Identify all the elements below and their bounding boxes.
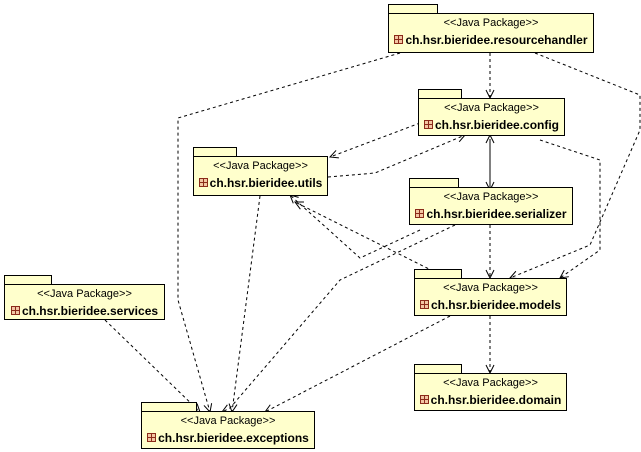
package-body: <<Java Package>> ch.hsr.bieridee.resourc… xyxy=(388,13,594,53)
package-body: <<Java Package>> ch.hsr.bieridee.models xyxy=(414,278,567,316)
java-package-icon xyxy=(415,209,425,219)
package-name: ch.hsr.bieridee.services xyxy=(21,303,159,318)
package-stereotype: <<Java Package>> xyxy=(443,282,538,294)
package-stereotype: <<Java Package>> xyxy=(443,17,539,29)
dep-services-exceptions xyxy=(104,319,200,412)
package-tab xyxy=(414,269,462,279)
dep-serializer-utils xyxy=(290,195,421,259)
package-body: <<Java Package>> ch.hsr.bieridee.service… xyxy=(4,284,165,320)
package-body: <<Java Package>> ch.hsr.bieridee.config xyxy=(418,98,565,136)
package-tab xyxy=(414,364,462,374)
package-stereotype: <<Java Package>> xyxy=(443,377,538,389)
java-package-icon xyxy=(419,300,429,310)
package-stereotype: <<Java Package>> xyxy=(180,415,276,427)
package-tab xyxy=(141,402,197,412)
package-name: ch.hsr.bieridee.serializer xyxy=(426,206,567,221)
java-package-icon xyxy=(394,35,404,45)
package-body: <<Java Package>> ch.hsr.bieridee.domain xyxy=(414,373,567,411)
package-stereotype: <<Java Package>> xyxy=(213,160,308,172)
dep-utils-config xyxy=(327,135,465,178)
package-name: ch.hsr.bieridee.exceptions xyxy=(158,430,309,445)
dep-utils-exceptions xyxy=(232,195,261,412)
package-name: ch.hsr.bieridee.domain xyxy=(430,392,562,407)
java-package-icon xyxy=(10,306,20,316)
package-name: ch.hsr.bieridee.resourcehandler xyxy=(405,32,588,47)
dep-resourcehandler-exceptions xyxy=(177,52,401,412)
package-body: <<Java Package>> ch.hsr.bieridee.excepti… xyxy=(141,411,315,449)
package-tab xyxy=(4,275,52,285)
package-body: <<Java Package>> ch.hsr.bieridee.seriali… xyxy=(409,187,573,225)
package-stereotype: <<Java Package>> xyxy=(443,191,539,203)
package-stereotype: <<Java Package>> xyxy=(444,102,539,114)
dep-resourcehandler-models xyxy=(510,52,641,278)
java-package-icon xyxy=(423,120,433,130)
package-body: <<Java Package>> ch.hsr.bieridee.utils xyxy=(193,156,328,196)
package-name: ch.hsr.bieridee.config xyxy=(434,117,560,132)
java-package-icon xyxy=(198,178,208,188)
dep-config-models xyxy=(539,139,601,278)
dep-serializer-exceptions xyxy=(222,224,456,412)
java-package-icon xyxy=(419,395,429,405)
package-name: ch.hsr.bieridee.utils xyxy=(209,175,323,190)
package-stereotype: <<Java Package>> xyxy=(37,288,132,300)
package-tab xyxy=(418,89,462,99)
package-tab xyxy=(388,4,438,14)
dep-models-exceptions xyxy=(265,315,451,412)
java-package-icon xyxy=(147,433,157,443)
dep-config-utils xyxy=(330,122,421,157)
package-name: ch.hsr.bieridee.models xyxy=(430,297,562,312)
package-tab xyxy=(193,147,237,157)
package-tab xyxy=(409,178,459,188)
